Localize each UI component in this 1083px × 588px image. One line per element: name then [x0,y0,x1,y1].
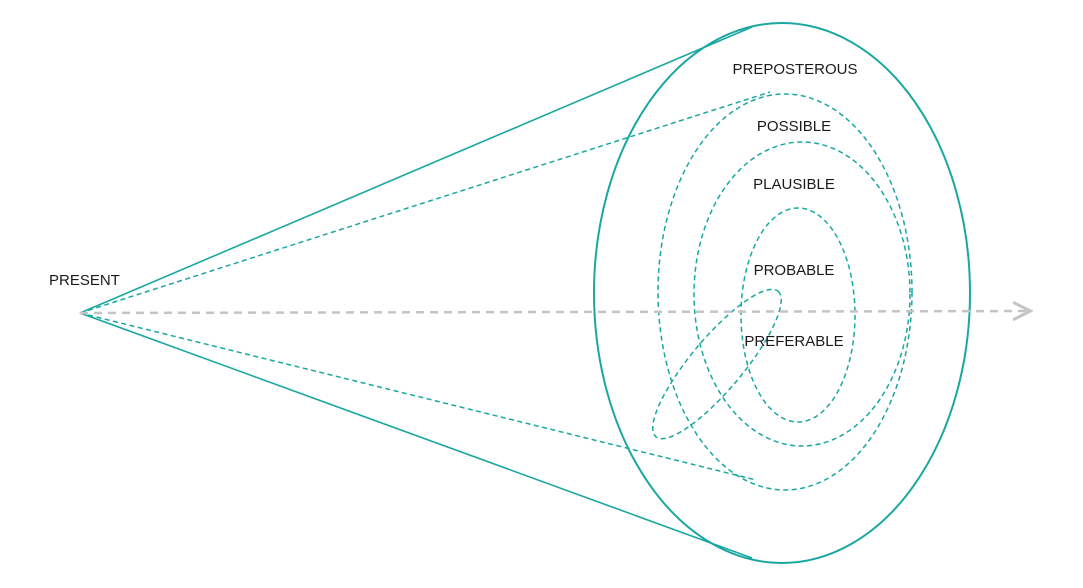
label-probable: PROBABLE [754,262,835,279]
possible-ellipse [657,93,913,491]
possible-cone-edge-lower [79,312,757,481]
label-preferable: PREFERABLE [744,333,843,350]
preferable-ellipse [652,288,782,440]
label-present: PRESENT [49,272,120,289]
label-possible: POSSIBLE [757,118,831,135]
label-plausible: PLAUSIBLE [753,176,835,193]
preposterous-ellipse [593,22,971,564]
label-preposterous: PREPOSTEROUS [732,61,857,78]
cone-edge-lower [79,312,753,559]
probable-ellipse [740,207,856,423]
possible-cone-edge-upper [79,91,771,314]
plausible-ellipse [693,141,911,447]
time-axis-arrow [79,311,1028,313]
cone-edge-upper [79,26,753,314]
